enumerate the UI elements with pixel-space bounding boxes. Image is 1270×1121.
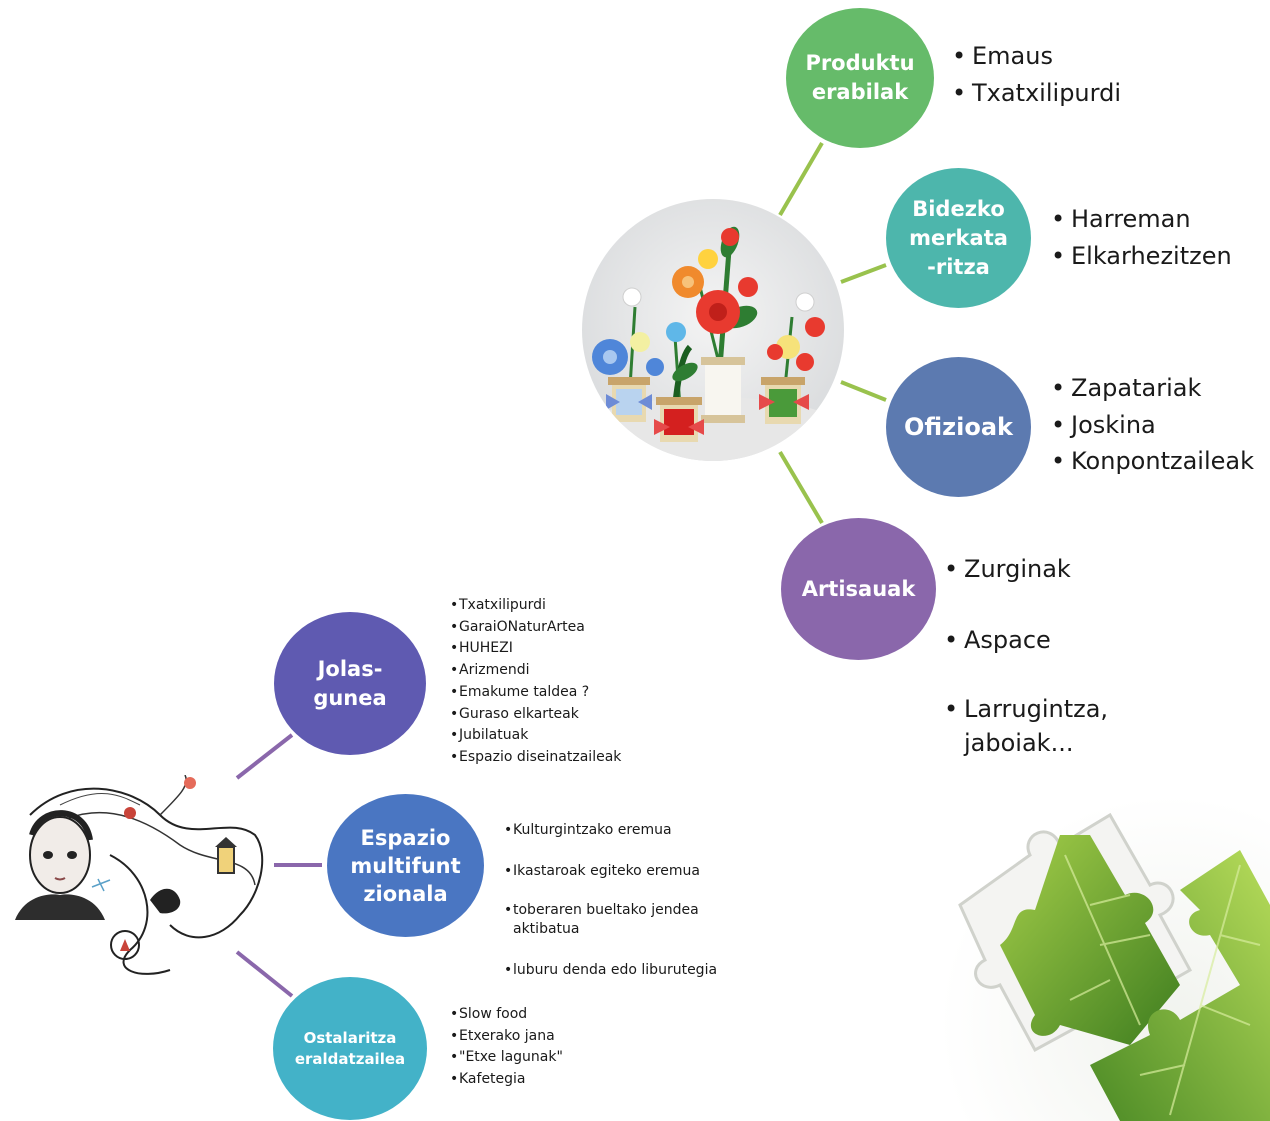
list-item: GaraiONaturArtea (450, 617, 621, 639)
node-produktu-erabilak: Produktu erabilak (786, 8, 934, 148)
woman-illustration (15, 775, 264, 975)
list-item: Slow food (450, 1004, 563, 1026)
list-item: luburu denda edo liburutegia (504, 960, 717, 982)
node-ostalaritza-eraldatzailea: Ostalaritza eraldatzailea (273, 977, 427, 1120)
list-jolas-gunea: Txatxilipurdi GaraiONaturArtea HUHEZI Ar… (450, 595, 621, 769)
list-item: Jubilatuak (450, 725, 621, 747)
list-item: Emaus (950, 38, 1121, 75)
list-item: Kulturgintzako eremua (504, 820, 717, 842)
list-item: Larrugintza, jaboiak... (942, 692, 1108, 760)
list-item: Txatxilipurdi (950, 75, 1121, 112)
connector-produktu (778, 141, 824, 217)
flower-buttons-photo (582, 199, 844, 461)
node-jolas-gunea: Jolas- gunea (274, 612, 426, 755)
puzzle-leaf-image (940, 795, 1270, 1121)
list-item: Espazio diseinatzaileak (450, 747, 621, 769)
list-item: Etxerako jana (450, 1026, 563, 1048)
list-item: Guraso elkarteak (450, 704, 621, 726)
list-item: Txatxilipurdi (450, 595, 621, 617)
connector-bidezko (840, 263, 887, 284)
list-espazio-multifuntzionala: Kulturgintzako eremua Ikastaroak egiteko… (504, 801, 717, 1001)
list-item: Elkarhezitzen (1049, 238, 1232, 275)
list-ostalaritza-eraldatzailea: Slow food Etxerako jana "Etxe lagunak" K… (450, 1004, 563, 1091)
node-espazio-multifuntzionala: Espazio multifunt zionala (327, 794, 484, 937)
list-item: Aspace (942, 622, 1108, 659)
list-ofizioak: Zapatariak Joskina Konpontzaileak (1049, 370, 1254, 480)
list-item: Zurginak (942, 551, 1108, 588)
list-item: HUHEZI (450, 638, 621, 660)
list-item: Kafetegia (450, 1069, 563, 1091)
list-item: Joskina (1049, 407, 1254, 444)
list-item: Harreman (1049, 201, 1232, 238)
list-item: toberaren bueltako jendea aktibatua (504, 901, 717, 939)
list-item: Emakume taldea ? (450, 682, 621, 704)
list-artisauak: Zurginak Aspace Larrugintza, jaboiak... (942, 517, 1108, 794)
list-produktu-erabilak: Emaus Txatxilipurdi (950, 38, 1121, 111)
connector-ofizioak (840, 380, 887, 402)
list-item: Ikastaroak egiteko eremua (504, 861, 717, 883)
list-item: Arizmendi (450, 660, 621, 682)
node-ofizioak: Ofizioak (886, 357, 1031, 497)
connector-jolas (235, 733, 294, 780)
connector-artisauak (778, 450, 824, 525)
node-bidezko-merkataritza: Bidezko merkata -ritza (886, 168, 1031, 308)
list-item: "Etxe lagunak" (450, 1047, 563, 1069)
list-item: Konpontzaileak (1049, 443, 1254, 480)
connector-ostalaritza (235, 950, 294, 998)
list-bidezko-merkataritza: Harreman Elkarhezitzen (1049, 201, 1232, 274)
list-item: Zapatariak (1049, 370, 1254, 407)
node-artisauak: Artisauak (781, 518, 936, 660)
